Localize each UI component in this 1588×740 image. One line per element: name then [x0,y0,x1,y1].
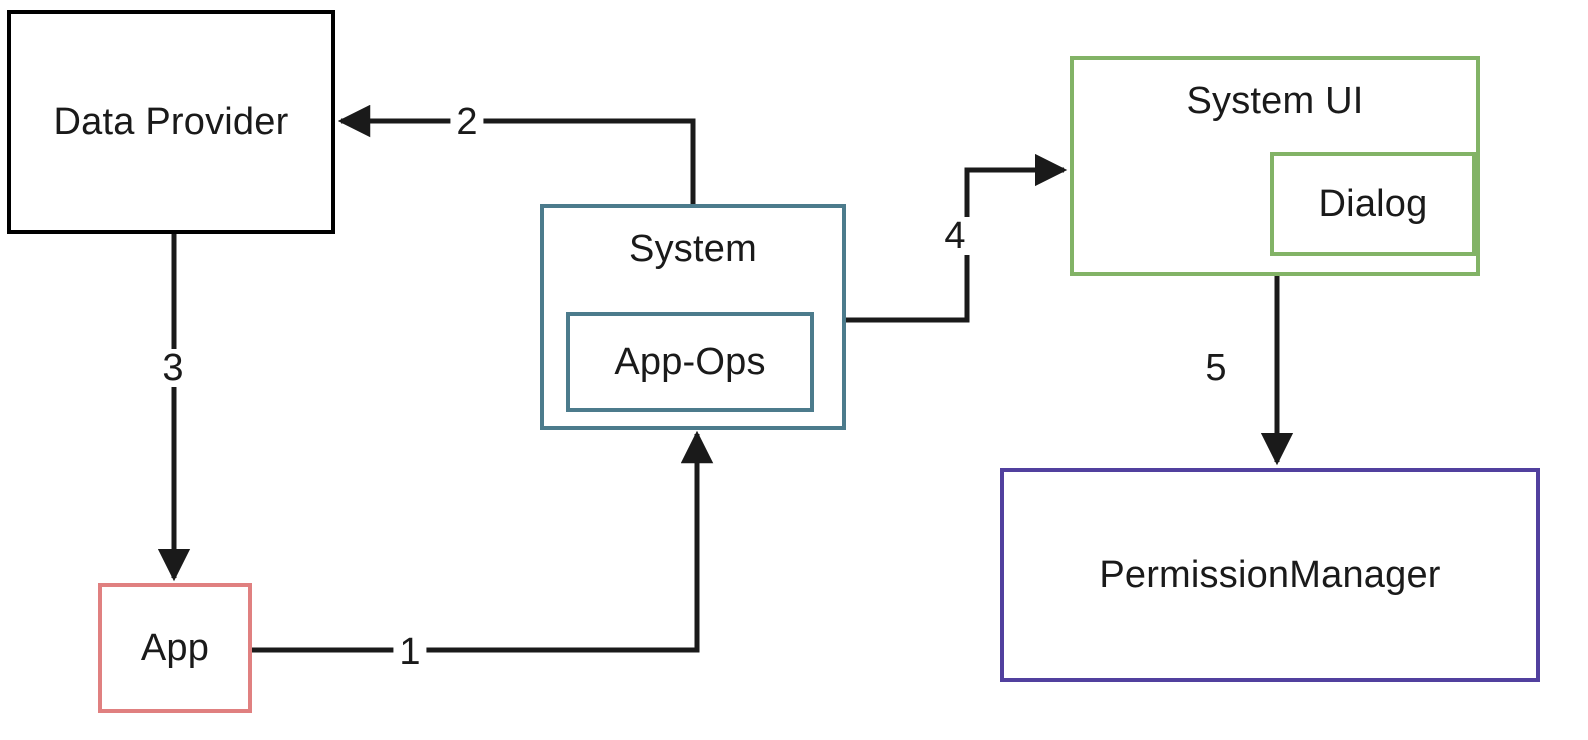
node-dialog[interactable]: Dialog [1270,152,1476,256]
node-system-label: System [629,228,757,270]
edge-label-4: 4 [938,217,972,255]
node-permission-manager[interactable]: PermissionManager [1000,468,1540,682]
node-dialog-label: Dialog [1318,183,1428,225]
node-data-provider-label: Data Provider [53,101,289,143]
node-app[interactable]: App [98,583,252,713]
node-app-label: App [140,627,210,669]
node-data-provider[interactable]: Data Provider [7,10,335,234]
edge-label-5: 5 [1199,349,1233,387]
node-app-ops-label: App-Ops [614,341,766,383]
edge-label-2: 2 [450,103,484,141]
edge-label-3: 3 [156,349,190,387]
edge-2-path [337,104,696,204]
edge-1-path [252,430,714,653]
node-permission-manager-label: PermissionManager [1099,554,1441,596]
node-app-ops[interactable]: App-Ops [566,312,814,412]
node-system-ui-label: System UI [1186,80,1364,122]
edge-label-1: 1 [393,633,427,671]
